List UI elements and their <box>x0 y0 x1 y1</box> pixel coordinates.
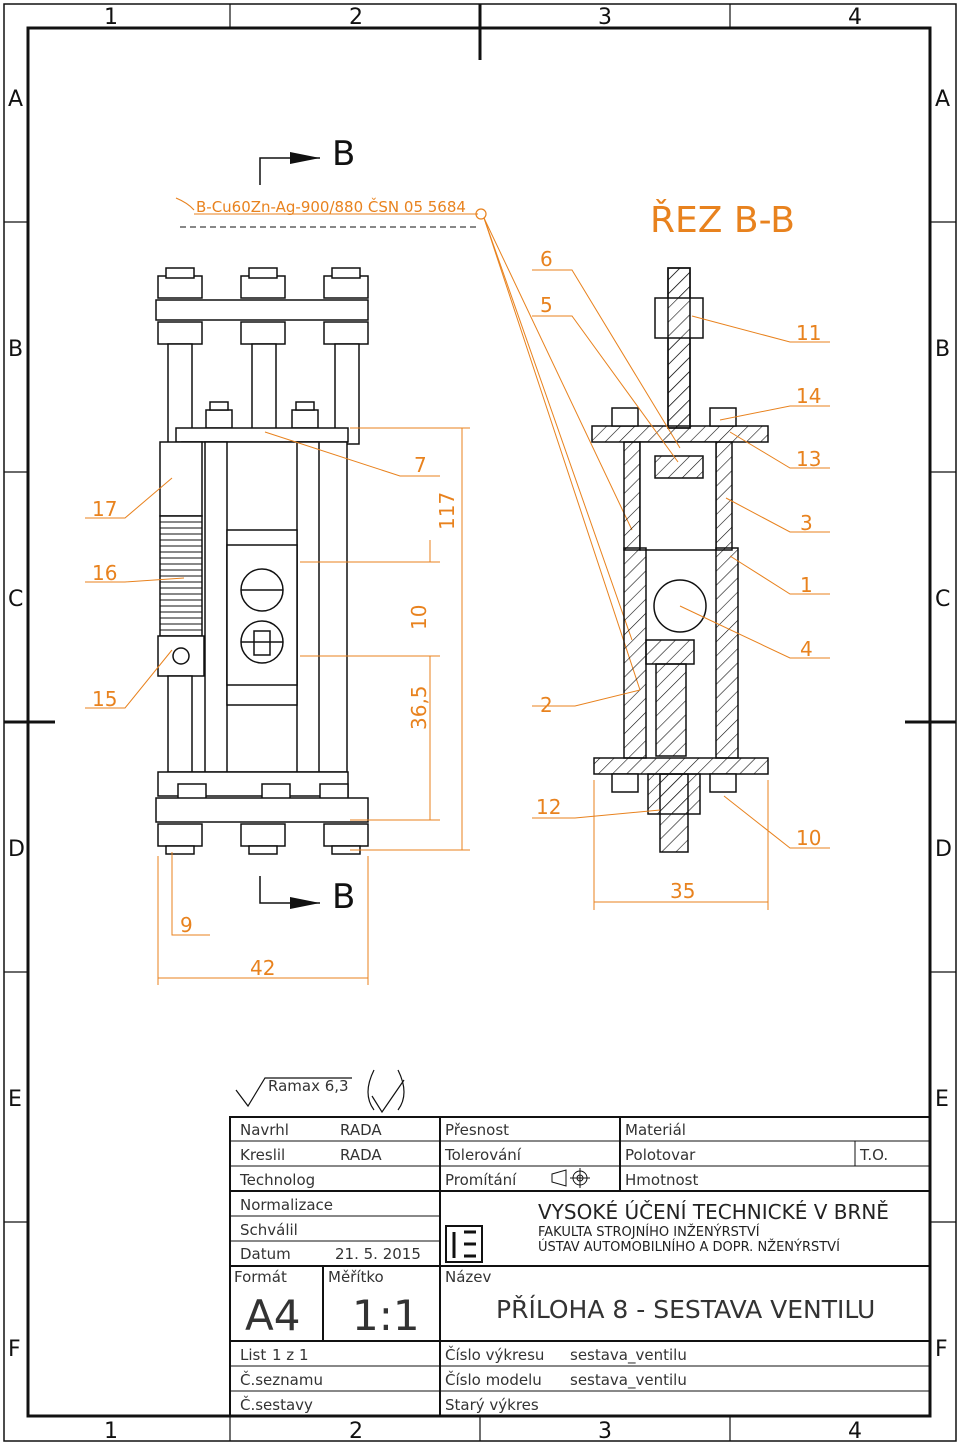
tb-label-name: Název <box>445 1268 492 1286</box>
balloon-9: 9 <box>180 913 193 937</box>
tb-label-sheet: List <box>240 1346 266 1364</box>
tb-label-old-drawing: Starý výkres <box>445 1396 539 1414</box>
dim-42: 42 <box>250 956 275 980</box>
roughness-text: Ramax 6,3 <box>268 1077 349 1095</box>
weld-note-text: B-Cu60Zn-Ag-900/880 ČSN 05 5684 <box>196 197 466 216</box>
zone-row-a-left: A <box>8 87 23 112</box>
balloon-17: 17 <box>92 497 117 521</box>
zone-row-b-left: B <box>8 337 23 362</box>
dim-117: 117 <box>435 492 459 530</box>
tb-university: VYSOKÉ ÚČENÍ TECHNICKÉ V BRNĚ <box>538 1200 889 1224</box>
zone-row-f-left: F <box>8 1337 21 1362</box>
balloon-6: 6 <box>540 247 553 271</box>
tb-value-format: A4 <box>245 1291 300 1340</box>
section-view-dimensions <box>593 780 769 910</box>
balloon-5: 5 <box>540 293 553 317</box>
dim-35: 35 <box>670 879 695 903</box>
balloon-14: 14 <box>796 384 821 408</box>
section-title: ŘEZ B-B <box>650 199 795 241</box>
section-view <box>591 267 769 853</box>
balloon-16: 16 <box>92 561 117 585</box>
zone-row-d-right: D <box>935 837 952 862</box>
balloon-15: 15 <box>92 687 117 711</box>
tb-label-drawing-no: Číslo výkresu <box>445 1345 544 1364</box>
zone-row-b-right: B <box>935 337 950 362</box>
tb-label-scale: Měřítko <box>328 1268 384 1286</box>
tb-label-datum: Datum <box>240 1245 291 1263</box>
fsi-logo <box>445 1225 483 1263</box>
zone-row-c-left: C <box>8 587 23 612</box>
tb-value-name: PŘÍLOHA 8 - SESTAVA VENTILU <box>496 1295 875 1324</box>
dim-36-5: 36,5 <box>407 685 431 730</box>
tb-label-hmotnost: Hmotnost <box>625 1171 698 1189</box>
zone-row-c-right: C <box>935 587 950 612</box>
balloon-3: 3 <box>800 511 813 535</box>
tb-label-tolerovani: Tolerování <box>444 1146 522 1164</box>
zone-col-2-top: 2 <box>349 5 363 30</box>
zone-row-d-left: D <box>8 837 25 862</box>
balloon-4: 4 <box>800 637 813 661</box>
zone-row-a-right: A <box>935 87 950 112</box>
balloon-12: 12 <box>536 795 561 819</box>
tb-label-list-no: Č.seznamu <box>240 1370 323 1389</box>
section-marker-bottom: B <box>259 876 355 917</box>
tb-value-scale: 1:1 <box>352 1291 420 1340</box>
tb-label-technolog: Technolog <box>239 1171 315 1189</box>
tb-label-navrhl: Navrhl <box>240 1121 289 1139</box>
tb-value-kreslil: RADA <box>340 1146 382 1164</box>
tb-label-presnost: Přesnost <box>445 1121 509 1139</box>
zone-col-4-top: 4 <box>848 5 862 30</box>
projection-symbol <box>551 1169 567 1187</box>
zone-ticks <box>4 4 956 1441</box>
balloon-2: 2 <box>540 693 553 717</box>
section-letter-top: B <box>332 134 355 174</box>
section-letter-bottom: B <box>332 877 355 917</box>
front-view <box>155 267 369 855</box>
tb-label-polotovar: Polotovar <box>625 1146 696 1164</box>
section-marker-top: B <box>259 134 355 185</box>
tb-label-normalizace: Normalizace <box>240 1196 333 1214</box>
title-block <box>229 1116 931 1417</box>
tb-label-assembly-no: Č.sestavy <box>240 1395 313 1414</box>
zone-row-f-right: F <box>935 1337 948 1362</box>
tb-value-model-no: sestava_ventilu <box>570 1371 687 1390</box>
tb-value-navrhl: RADA <box>340 1121 382 1139</box>
roughness-symbol <box>235 1069 405 1114</box>
tb-institute: ÚSTAV AUTOMOBILNÍHO A DOPR. NŽENÝRSTVÍ <box>538 1239 840 1255</box>
tb-label-format: Formát <box>234 1268 287 1286</box>
front-view-dimensions <box>157 427 470 985</box>
front-view-leaders <box>85 431 440 936</box>
weld-annotation: B-Cu60Zn-Ag-900/880 ČSN 05 5684 <box>175 197 641 691</box>
balloon-11: 11 <box>796 321 821 345</box>
dim-10: 10 <box>407 605 431 630</box>
zone-col-2-bottom: 2 <box>349 1419 363 1444</box>
zone-col-1-bottom: 1 <box>104 1419 118 1444</box>
section-view-leaders <box>532 269 830 849</box>
balloon-13: 13 <box>796 447 821 471</box>
tb-value-sheet: 1 z 1 <box>272 1346 309 1364</box>
zone-row-e-right: E <box>935 1087 949 1112</box>
zone-col-3-bottom: 3 <box>598 1419 612 1444</box>
zone-col-4-bottom: 4 <box>848 1419 862 1444</box>
zone-row-e-left: E <box>8 1087 22 1112</box>
tb-label-material: Materiál <box>625 1121 686 1139</box>
tb-label-model-no: Číslo modelu <box>445 1370 542 1389</box>
balloon-7: 7 <box>414 453 427 477</box>
zone-col-3-top: 3 <box>598 5 612 30</box>
balloon-10: 10 <box>796 826 821 850</box>
tb-label-promitani: Promítání <box>445 1171 517 1189</box>
zone-col-1-top: 1 <box>104 5 118 30</box>
tb-label-schvalil: Schválil <box>240 1221 298 1239</box>
tb-label-kreslil: Kreslil <box>240 1146 285 1164</box>
tb-faculty: FAKULTA STROJNÍHO INŽENÝRSTVÍ <box>538 1224 760 1240</box>
tb-to: T.O. <box>859 1146 888 1164</box>
tb-value-drawing-no: sestava_ventilu <box>570 1346 687 1365</box>
balloon-1: 1 <box>800 573 813 597</box>
tb-value-datum: 21. 5. 2015 <box>335 1245 421 1263</box>
